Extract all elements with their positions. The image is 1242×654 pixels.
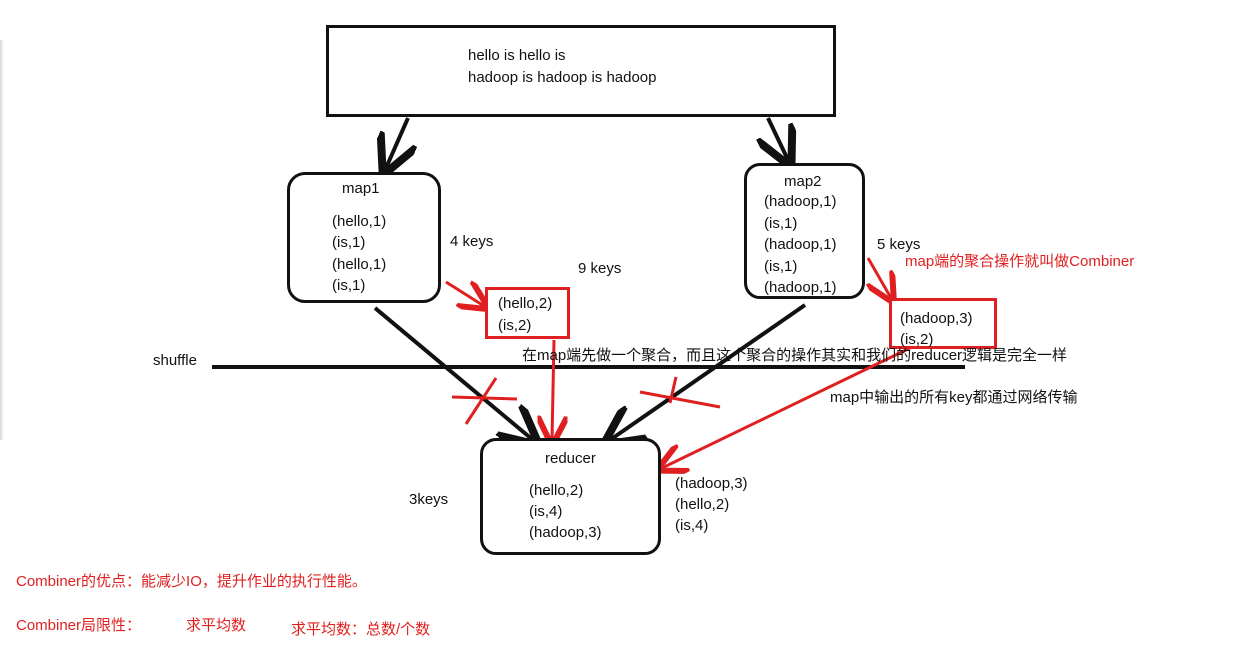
arrow-combiner1-to-reducer [552, 339, 554, 440]
map1-title: map1 [342, 180, 380, 197]
combiner-note: map端的聚合操作就叫做Combiner [905, 253, 1135, 270]
average-formula: 求平均数：总数/个数 [291, 621, 431, 638]
map1-pair: (hello,1) [332, 256, 387, 273]
map1-keys-label: 4 keys [450, 233, 494, 250]
reducer-side-pair: (hello,2) [675, 496, 730, 513]
map2-pair: (hadoop,1) [764, 236, 837, 253]
combiner2-pair: (hadoop,3) [900, 310, 973, 327]
arrow-input-to-map2 [768, 117, 788, 160]
arrow-map1-to-reducer [373, 306, 533, 440]
combiner1-box: (hello,2) (is,2) [485, 287, 570, 339]
arrow-map2-to-combiner2 [868, 257, 891, 298]
reducer-pair: (is,4) [529, 503, 563, 520]
arrow-map1-to-combiner1 [445, 282, 484, 306]
network-annotation: map中输出的所有key都通过网络传输 [830, 389, 1078, 406]
map2-pair: (is,1) [764, 258, 798, 275]
combiner-advantage: Combiner的优点：能减少IO，提升作业的执行性能。 [16, 573, 367, 590]
map2-pair: (hadoop,1) [764, 279, 837, 296]
cross-mark-right [639, 376, 721, 409]
map2-pair: (is,1) [764, 215, 798, 232]
reducer-title: reducer [545, 450, 596, 467]
map2-node: map2 (hadoop,1) (is,1) (hadoop,1) (is,1)… [744, 163, 865, 299]
map2-keys-label: 5 keys [877, 236, 921, 253]
reducer-node: reducer (hello,2) (is,4) (hadoop,3) [480, 438, 661, 555]
map1-pair: (is,1) [332, 277, 366, 294]
combiner1-pair: (is,2) [498, 317, 532, 334]
limitation-example: 求平均数 [186, 617, 247, 634]
arrow-combiner2-to-reducer [662, 346, 911, 468]
map1-pair: (is,1) [332, 234, 366, 251]
input-box: hello is hello is hadoop is hadoop is ha… [326, 25, 836, 117]
reducer-pair: (hello,2) [529, 482, 584, 499]
combiner2-box: (hadoop,3) (is,2) [889, 298, 997, 349]
total-keys-label: 9 keys [578, 260, 622, 277]
reducer-keys-label: 3keys [409, 491, 449, 508]
map2-pair: (hadoop,1) [764, 193, 837, 210]
same-logic-annotation: 在map端先做一个聚合，而且这个聚合的操作其实和我们的reducer逻辑是完全一… [522, 347, 1068, 364]
arrow-map2-to-reducer [610, 303, 807, 440]
reducer-pair: (hadoop,3) [529, 524, 602, 541]
map1-node: map1 (hello,1) (is,1) (hello,1) (is,1) [287, 172, 441, 303]
combiner-limitation-label: Combiner局限性： [16, 617, 142, 634]
map2-title: map2 [784, 173, 822, 190]
edge-shadow [0, 40, 4, 440]
arrow-input-to-map1 [386, 117, 408, 168]
combiner2-pair: (is,2) [900, 331, 934, 348]
shuffle-label: shuffle [153, 352, 197, 369]
combiner1-pair: (hello,2) [498, 295, 553, 312]
reducer-side-pair: (hadoop,3) [675, 475, 748, 492]
reducer-side-pair: (is,4) [675, 517, 709, 534]
input-line-1: hello is hello is [468, 47, 566, 64]
input-line-2: hadoop is hadoop is hadoop [468, 69, 657, 86]
cross-mark-left [451, 377, 518, 425]
map1-pair: (hello,1) [332, 213, 387, 230]
